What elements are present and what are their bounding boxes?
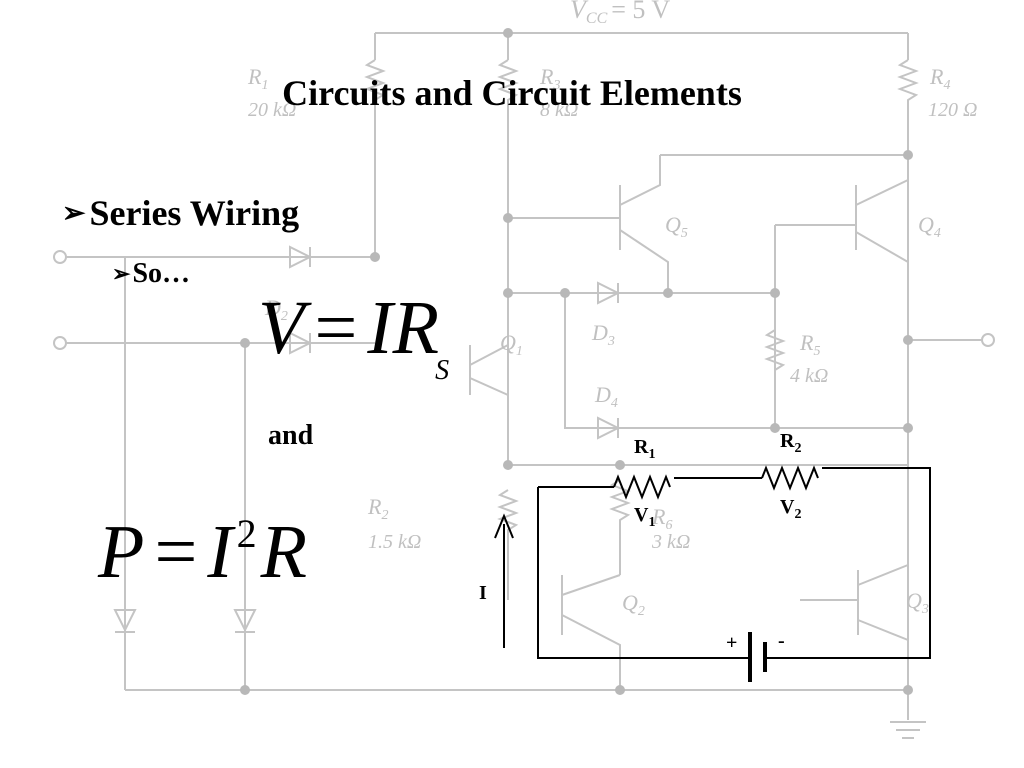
bg-label-q4: Q4 [918, 212, 941, 241]
bg-label-r2: R2 [367, 494, 388, 523]
bg-diode-d1 [289, 245, 313, 269]
eq-equals: = [154, 510, 198, 594]
bg-diode-d2 [289, 331, 313, 355]
circuit-wire-right [766, 467, 931, 659]
bullet-so: ➢ So… [112, 258, 190, 290]
bg-transistor-q3 [800, 564, 909, 641]
vcc-drops [374, 33, 909, 60]
eq-current: I [207, 510, 233, 594]
label-current: I [479, 582, 487, 604]
bg-label-q2: Q2 [622, 590, 645, 619]
bg-label-r3-value: 8 kΩ [540, 99, 578, 121]
label-battery-plus: + [726, 632, 738, 654]
bg-input-lines [66, 256, 982, 344]
bg-label-d2: D2 [264, 295, 288, 324]
bullet-text: So… [132, 258, 191, 289]
eq-subscript: S [435, 355, 450, 386]
bullet-series-wiring: ➢ Series Wiring [62, 192, 299, 234]
bg-label-r1-value: 20 kΩ [248, 99, 296, 121]
bg-label-vcc: VCC= 5 V [570, 0, 670, 27]
series-circuit [494, 465, 931, 682]
bg-resistor-r3 [497, 59, 519, 465]
bg-input-b [53, 336, 67, 350]
bg-transistor-q5 [619, 154, 908, 292]
bg-ground-icon [890, 690, 926, 739]
current-arrow-icon [494, 513, 514, 539]
eq-current: I [367, 286, 393, 370]
bg-label-r5-value: 4 kΩ [790, 365, 828, 387]
label-v2: V2 [780, 496, 802, 522]
bg-diode-left-a [113, 609, 137, 633]
label-r1: R1 [634, 436, 656, 462]
conjunction-text: and [268, 420, 314, 451]
bg-resistor-r1 [364, 59, 386, 255]
bullet-arrow-icon: ➢ [62, 198, 86, 229]
bg-label-r5: R5 [799, 330, 820, 359]
bg-resistor-r5 [764, 329, 786, 371]
bg-transistor-q2 [561, 574, 621, 690]
eq-resistance: R [392, 286, 440, 370]
eq-exponent: 2 [236, 511, 257, 556]
bg-transistor-q1 [469, 344, 509, 396]
bg-resistor-r6 [609, 479, 631, 575]
resistor-r2-icon [761, 465, 819, 491]
bg-label-q1: Q1 [500, 330, 523, 359]
bg-label-q3: Q3 [906, 588, 929, 617]
bullet-text: Series Wiring [89, 193, 300, 233]
resistor-r1-icon [613, 474, 671, 500]
label-r2: R2 [780, 430, 802, 456]
circuit-wire-left [537, 487, 748, 659]
equation-ohms-law: V=IRS [258, 290, 449, 385]
bullet-arrow-icon: ➢ [112, 261, 131, 286]
bg-transistor-q4 [774, 179, 909, 430]
bg-label-q5: Q5 [665, 212, 688, 241]
label-battery-minus: - [778, 630, 785, 652]
eq-power: P [98, 510, 145, 594]
bg-diode-d3 [597, 281, 621, 305]
bg-output [981, 333, 995, 347]
eq-voltage: V [258, 286, 305, 370]
bg-label-r4-value: 120 Ω [928, 99, 977, 121]
bg-label-d4: D4 [594, 382, 618, 411]
bg-diode-d4 [597, 416, 621, 440]
bg-nets [508, 217, 908, 466]
bg-label-r4: R4 [929, 64, 950, 93]
bg-label-r3: R3 [539, 64, 560, 93]
bg-junctions [240, 28, 913, 695]
bg-label-r1: R1 [247, 64, 268, 93]
eq-resistance: R [260, 510, 308, 594]
slide-title: Circuits and Circuit Elements [282, 73, 742, 113]
bg-label-r6-value: 3 kΩ [651, 531, 690, 553]
bg-label-r6: R6 [651, 504, 672, 533]
bg-input-a [53, 250, 67, 264]
label-v1: V1 [634, 504, 656, 530]
bg-label-r2-value: 1.5 kΩ [368, 531, 421, 553]
bg-resistor-r4 [897, 59, 919, 690]
bg-diode-left-b [233, 609, 257, 633]
eq-equals: = [314, 286, 358, 370]
bg-label-d3: D3 [591, 320, 615, 349]
bg-resistor-r2 [497, 489, 519, 600]
